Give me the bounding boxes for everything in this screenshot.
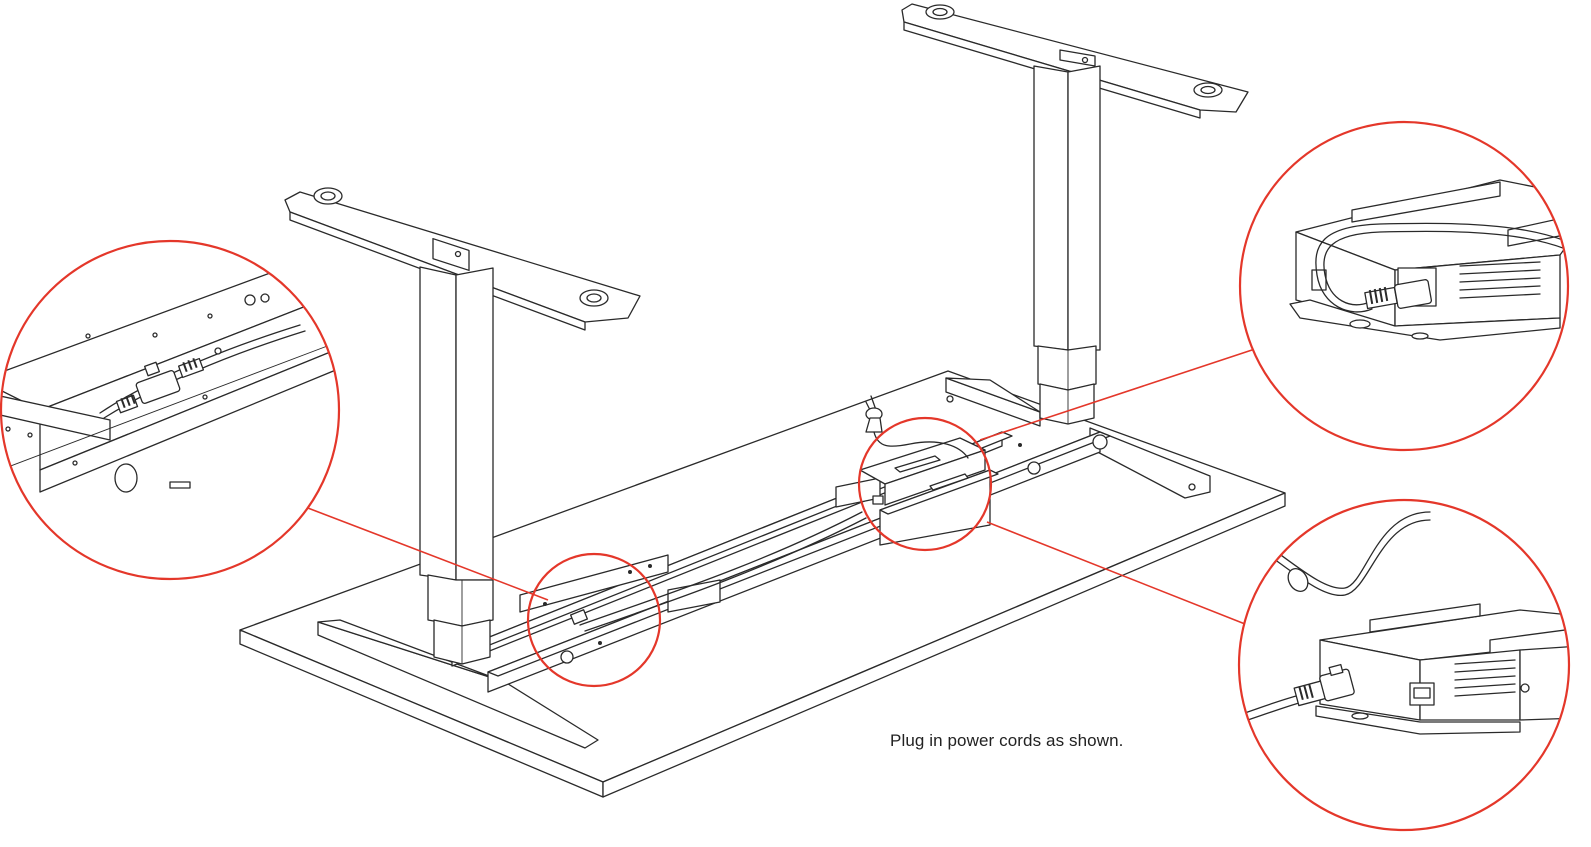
right-leg [901,3,1249,425]
right-foot-bracket [945,377,1211,499]
power-plug [865,395,969,459]
left-leg [284,187,641,665]
frame-crossbar [451,431,1111,693]
detail-bottom-right-controlbox [1237,498,1571,832]
callout-marker-right [857,416,993,552]
leader-lines [299,348,1256,625]
callout-markers [526,416,993,688]
detail-top-right-controlbox [1238,120,1570,452]
instruction-caption: Plug in power cords as shown. [890,731,1124,750]
detail-left-connector [0,239,341,581]
callout-marker-left [526,552,662,688]
